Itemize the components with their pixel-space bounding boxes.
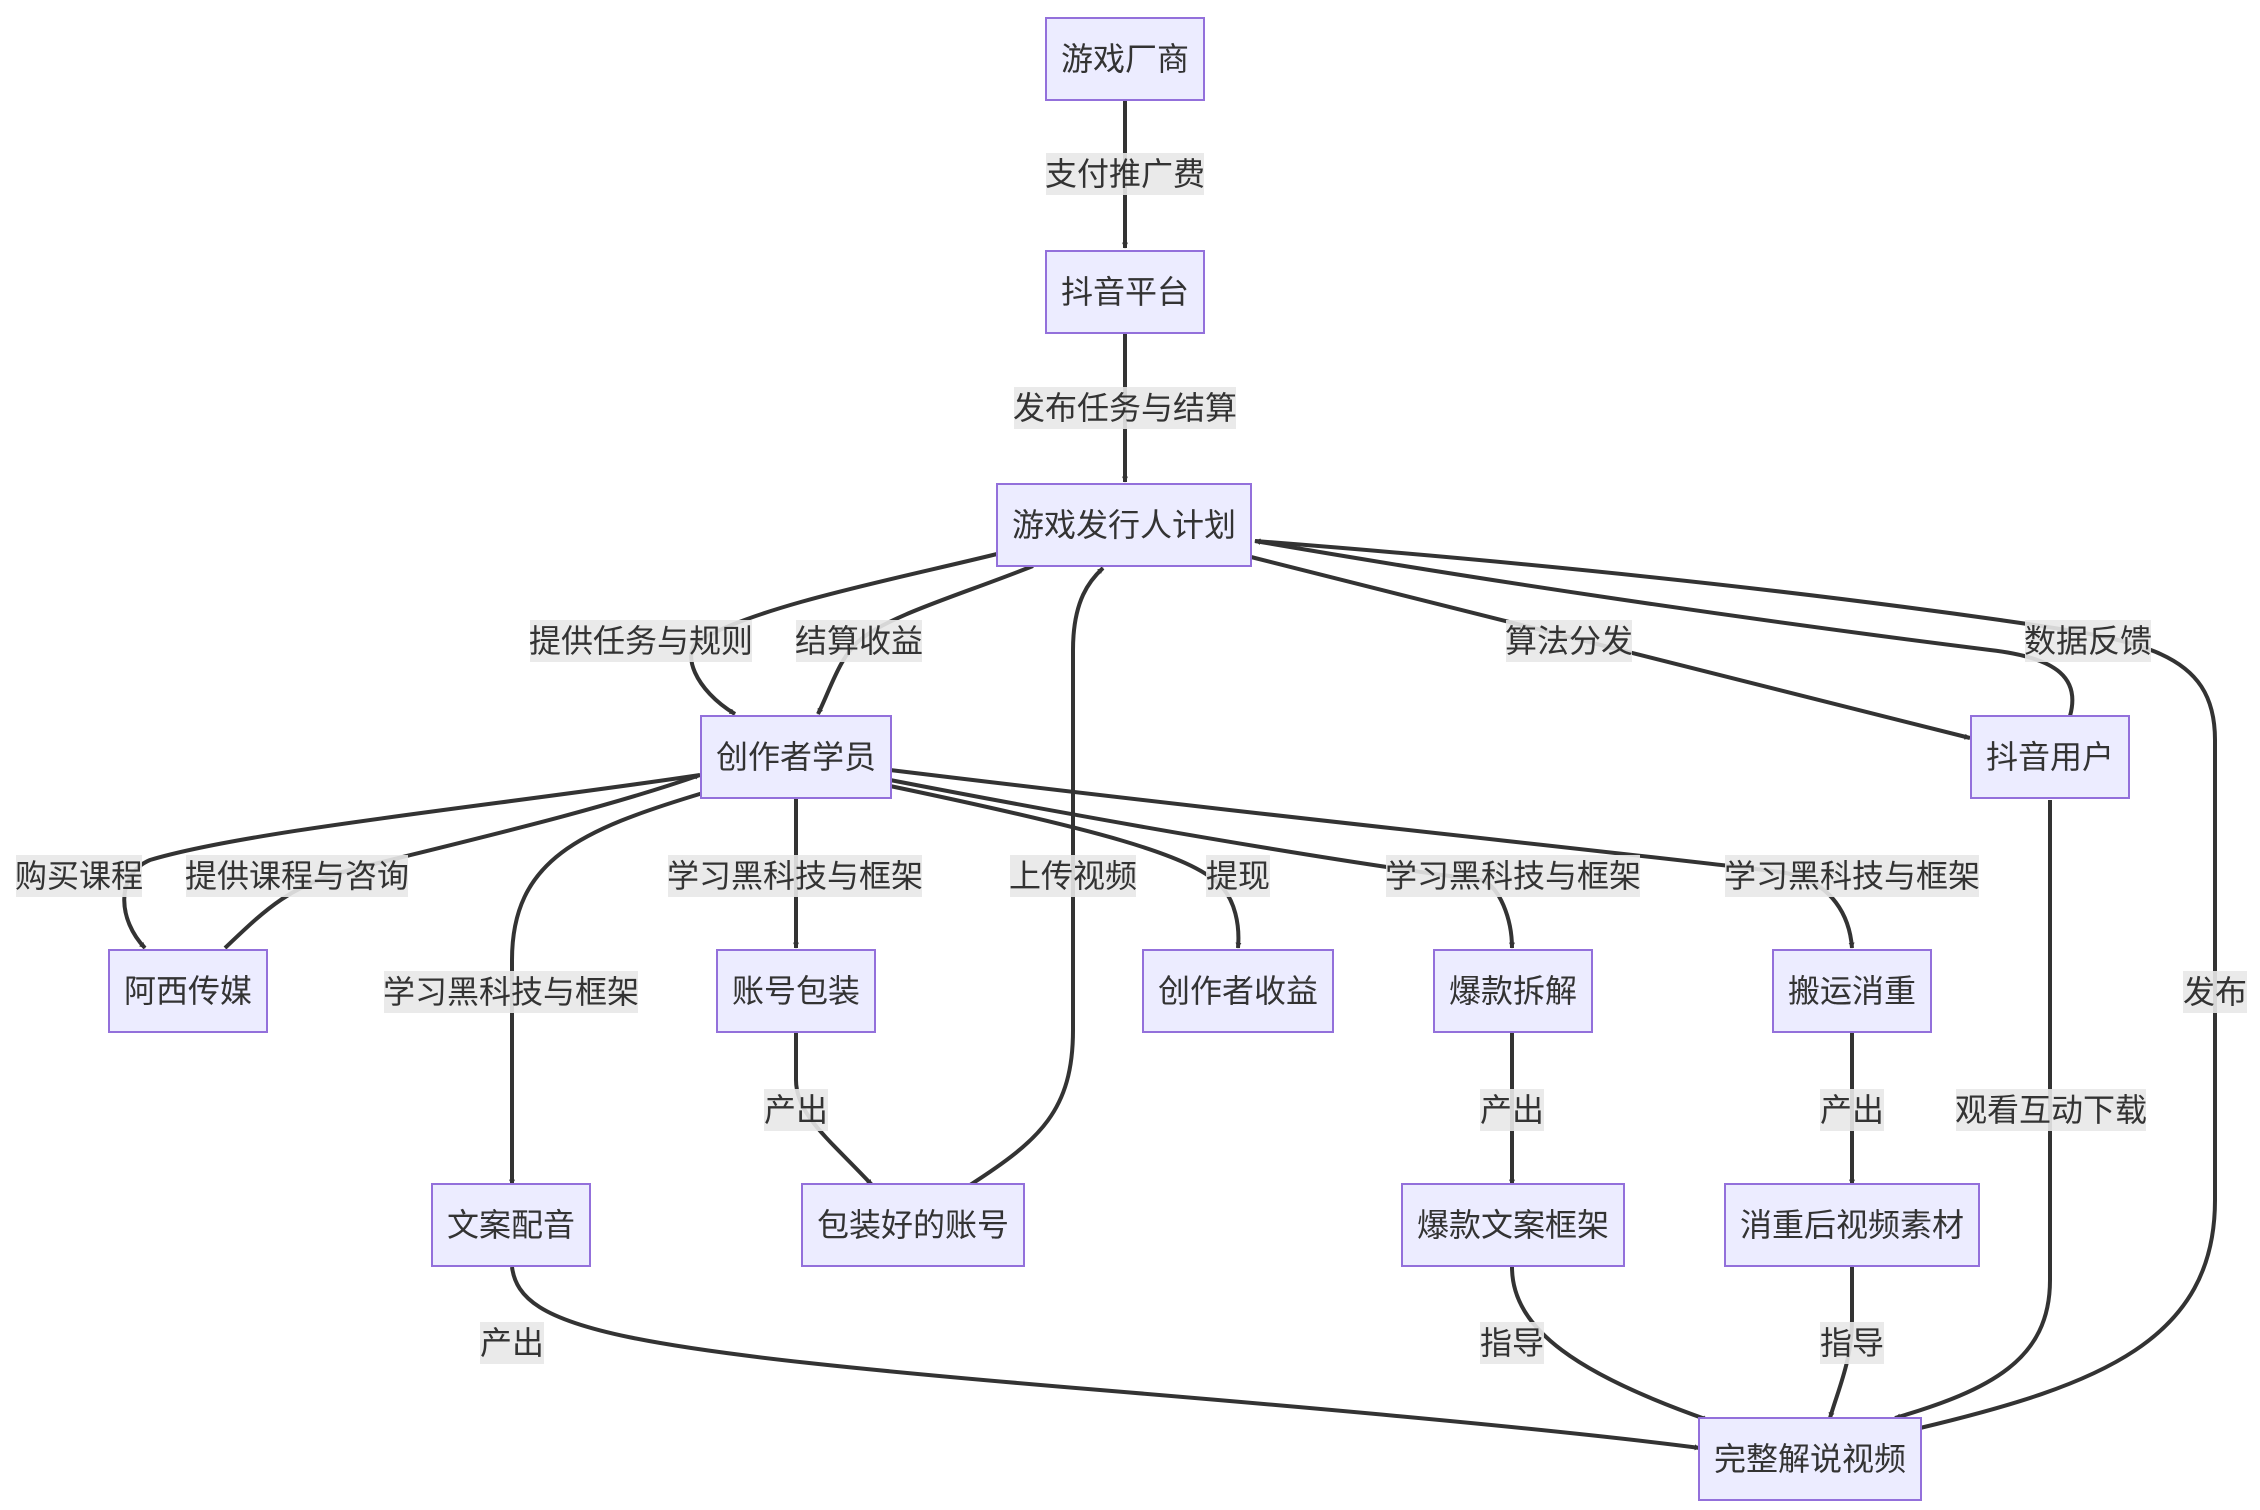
edge-label-withdraw: 提现: [1206, 855, 1270, 897]
edge-label-publish-settle: 发布任务与结算: [1013, 387, 1237, 429]
edge-label-algo-dist: 算法分发: [1505, 620, 1633, 662]
svg-text:提供任务与规则: 提供任务与规则: [529, 622, 753, 660]
svg-text:支付推广费: 支付推广费: [1045, 155, 1205, 193]
svg-text:游戏厂商: 游戏厂商: [1061, 40, 1189, 78]
node-douyin-users: 抖音用户: [1970, 715, 2130, 799]
svg-text:搬运消重: 搬运消重: [1788, 972, 1916, 1010]
svg-text:数据反馈: 数据反馈: [2024, 622, 2152, 660]
edge-label-learn-pack: 学习黑科技与框架: [667, 855, 923, 897]
edge-label-learn-copy: 学习黑科技与框架: [383, 971, 639, 1013]
edge-label-provide-course: 提供课程与咨询: [185, 855, 409, 897]
node-vendor: 游戏厂商: [1045, 17, 1205, 101]
svg-text:游戏发行人计划: 游戏发行人计划: [1012, 506, 1236, 544]
edge-label-watch: 观看互动下载: [1955, 1089, 2147, 1131]
svg-text:指导: 指导: [1480, 1324, 1544, 1362]
svg-text:购买课程: 购买课程: [15, 857, 143, 895]
node-copy-voiceover: 文案配音: [431, 1183, 591, 1267]
edge-label-produce-dedupe: 产出: [1820, 1089, 1884, 1131]
edge-label-buy-course: 购买课程: [15, 855, 143, 897]
node-publisher-plan: 游戏发行人计划: [996, 483, 1252, 567]
svg-text:产出: 产出: [764, 1091, 828, 1129]
edge-hitcopy-to-final: [1510, 1266, 1709, 1422]
edge-label-produce-copy: 产出: [480, 1322, 544, 1364]
svg-text:发布: 发布: [2183, 973, 2247, 1011]
edge-label-produce-pack: 产出: [764, 1089, 828, 1131]
edge-student-to-axi: [122, 773, 701, 950]
svg-text:指导: 指导: [1820, 1324, 1884, 1362]
node-hit-copy-framework: 爆款文案框架: [1401, 1183, 1625, 1267]
edge-label-learn-move: 学习黑科技与框架: [1724, 855, 1980, 897]
edge-student-to-copy: [509, 791, 704, 1186]
svg-text:爆款拆解: 爆款拆解: [1449, 972, 1577, 1010]
svg-text:创作者学员: 创作者学员: [716, 738, 876, 776]
svg-text:创作者收益: 创作者收益: [1158, 972, 1318, 1010]
svg-text:学习黑科技与框架: 学习黑科技与框架: [667, 857, 923, 895]
edge-student-to-move: [889, 768, 1855, 949]
svg-text:提供课程与咨询: 提供课程与咨询: [185, 857, 409, 895]
svg-text:抖音平台: 抖音平台: [1061, 273, 1189, 311]
svg-text:观看互动下载: 观看互动下载: [1955, 1091, 2147, 1129]
node-deduped-material: 消重后视频素材: [1724, 1183, 1980, 1267]
svg-text:完整解说视频: 完整解说视频: [1714, 1440, 1906, 1478]
edge-label-provide-tasks: 提供任务与规则: [529, 620, 753, 662]
edge-label-guide-hit: 指导: [1480, 1322, 1544, 1364]
svg-text:产出: 产出: [480, 1324, 544, 1362]
node-creator-earnings: 创作者收益: [1142, 949, 1334, 1033]
svg-text:结算收益: 结算收益: [795, 622, 923, 660]
node-account-packaging: 账号包装: [716, 949, 876, 1033]
svg-text:上传视频: 上传视频: [1009, 857, 1137, 895]
edge-label-produce-hit: 产出: [1480, 1089, 1544, 1131]
svg-text:产出: 产出: [1820, 1091, 1884, 1129]
edge-label-upload: 上传视频: [1009, 855, 1137, 897]
svg-text:学习黑科技与框架: 学习黑科技与框架: [1385, 857, 1641, 895]
svg-text:提现: 提现: [1206, 857, 1270, 895]
edge-student-to-earnings: [889, 784, 1242, 949]
node-hit-breakdown: 爆款拆解: [1433, 949, 1593, 1033]
edge-users-to-plan: [1254, 538, 2075, 717]
node-douyin-platform: 抖音平台: [1045, 250, 1205, 334]
svg-text:账号包装: 账号包装: [732, 972, 860, 1010]
svg-text:文案配音: 文案配音: [447, 1206, 575, 1244]
svg-text:爆款文案框架: 爆款文案框架: [1417, 1206, 1609, 1244]
node-move-dedupe: 搬运消重: [1772, 949, 1932, 1033]
edge-label-settle-income: 结算收益: [795, 620, 923, 662]
edge-final-to-plan: [1254, 538, 2217, 1430]
svg-text:阿西传媒: 阿西传媒: [124, 972, 252, 1010]
svg-text:消重后视频素材: 消重后视频素材: [1740, 1206, 1964, 1244]
edge-copy-to-final: [510, 1266, 1701, 1451]
edge-label-guide-dedupe: 指导: [1820, 1322, 1884, 1364]
edge-label-learn-hit: 学习黑科技与框架: [1385, 855, 1641, 897]
node-final-video: 完整解说视频: [1698, 1417, 1922, 1501]
edge-label-data-feedback: 数据反馈: [2024, 620, 2152, 662]
svg-text:算法分发: 算法分发: [1505, 622, 1633, 660]
svg-text:产出: 产出: [1480, 1091, 1544, 1129]
node-axi-media: 阿西传媒: [108, 949, 268, 1033]
edge-packed-to-plan: [968, 566, 1105, 1187]
node-packed-account: 包装好的账号: [801, 1183, 1025, 1267]
svg-text:学习黑科技与框架: 学习黑科技与框架: [383, 973, 639, 1011]
edge-label-publish: 发布: [2183, 971, 2247, 1013]
svg-text:学习黑科技与框架: 学习黑科技与框架: [1724, 857, 1980, 895]
svg-text:抖音用户: 抖音用户: [1986, 738, 2114, 776]
edge-users-to-final: [1894, 800, 2052, 1420]
node-creator-student: 创作者学员: [700, 715, 892, 799]
edge-label-pay-promo: 支付推广费: [1045, 153, 1205, 195]
svg-text:包装好的账号: 包装好的账号: [817, 1206, 1009, 1244]
svg-text:发布任务与结算: 发布任务与结算: [1013, 389, 1237, 427]
